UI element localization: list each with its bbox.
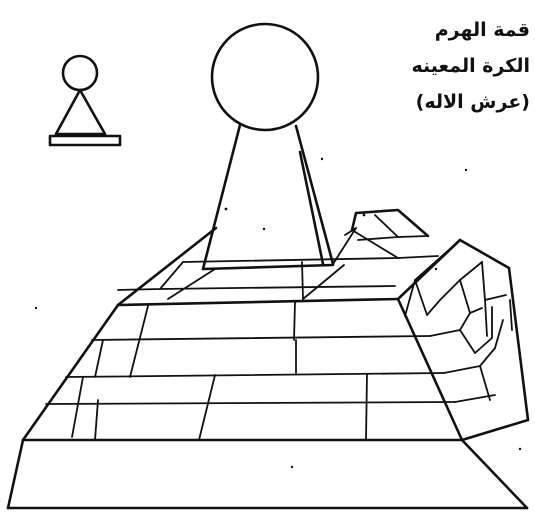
key-figure-triangle: [56, 90, 105, 134]
key-figure-sphere: [63, 56, 97, 90]
capstone-sphere: [212, 24, 318, 130]
side-face-blocks: [405, 240, 512, 402]
caption-line-2: الكرة المعينه: [384, 48, 530, 84]
top-platform-blocks: [118, 215, 438, 299]
pyramid-outline: [8, 210, 528, 508]
caption-line-1: قمة الهرم: [384, 12, 530, 48]
key-figure-base: [50, 136, 120, 145]
key-figure: [50, 56, 120, 145]
caption-line-3: (عرش الاله): [384, 84, 530, 120]
front-face-blocks: [46, 302, 455, 440]
ink-specks: [35, 158, 521, 468]
caption: قمة الهرم الكرة المعينه (عرش الاله): [384, 12, 530, 120]
pedestal: [203, 125, 356, 269]
